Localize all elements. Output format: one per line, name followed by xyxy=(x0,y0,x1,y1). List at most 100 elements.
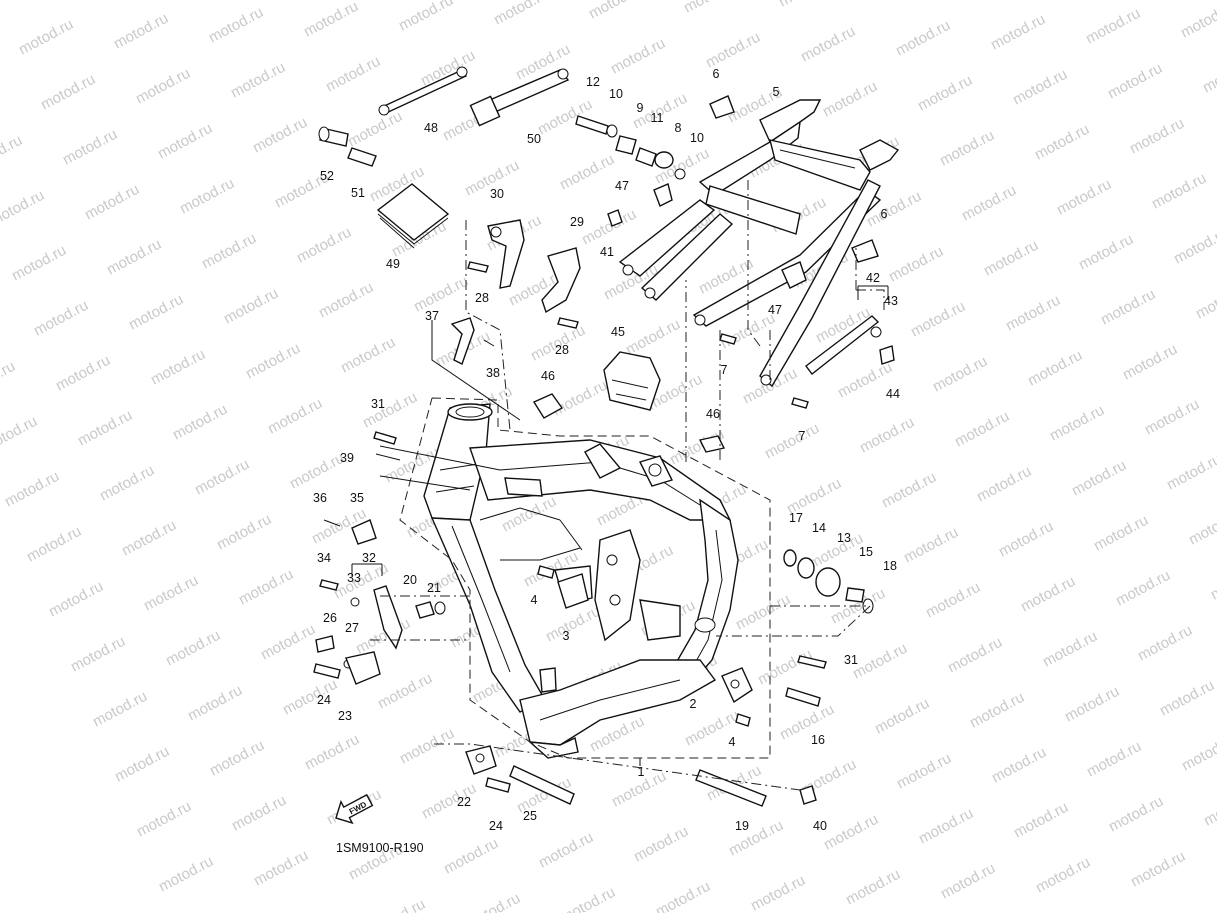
watermark-text: motod.ru xyxy=(192,456,252,499)
part-number-18: 18 xyxy=(883,559,897,573)
watermark-text: motod.ru xyxy=(1135,622,1195,665)
watermark-text: motod.ru xyxy=(1193,280,1217,323)
watermark-text: motod.ru xyxy=(1084,738,1144,781)
watermark-text: motod.ru xyxy=(1098,286,1158,329)
watermark-text: motod.ru xyxy=(586,0,646,23)
watermark-text: motod.ru xyxy=(155,120,215,163)
watermark-text: motod.ru xyxy=(0,187,47,230)
watermark-text: motod.ru xyxy=(908,298,968,341)
watermark-text: motod.ru xyxy=(945,634,1005,677)
watermark-text: motod.ru xyxy=(893,17,953,60)
part-number-7: 7 xyxy=(721,363,728,377)
watermark-text: motod.ru xyxy=(301,0,361,41)
watermark-text: motod.ru xyxy=(1201,787,1217,830)
watermark-text: motod.ru xyxy=(119,517,179,560)
watermark-text: motod.ru xyxy=(923,579,983,622)
watermark-text: motod.ru xyxy=(1105,60,1165,103)
watermark-text: motod.ru xyxy=(294,224,354,267)
watermark-text: motod.ru xyxy=(265,395,325,438)
watermark-text: motod.ru xyxy=(974,463,1034,506)
part-number-36: 36 xyxy=(313,491,327,505)
watermark-text: motod.ru xyxy=(1208,561,1217,604)
sub-frame xyxy=(618,99,900,388)
part-number-2: 2 xyxy=(690,697,697,711)
watermark-text: motod.ru xyxy=(1164,451,1217,494)
watermark-text: motod.ru xyxy=(989,744,1049,787)
watermark-text: motod.ru xyxy=(302,731,362,774)
watermark-text: motod.ru xyxy=(1142,396,1202,439)
watermark-text: motod.ru xyxy=(104,236,164,279)
watermark-text: motod.ru xyxy=(1032,121,1092,164)
watermark-text: motod.ru xyxy=(871,0,931,5)
watermark-text: motod.ru xyxy=(1120,341,1180,384)
watermark-text: motod.ru xyxy=(345,108,405,151)
part-number-24: 24 xyxy=(489,819,503,833)
watermark-text: motod.ru xyxy=(53,352,113,395)
watermark-text: motod.ru xyxy=(1033,854,1093,897)
part-number-47: 47 xyxy=(615,179,629,193)
part-number-41: 41 xyxy=(600,245,614,259)
part-number-3: 3 xyxy=(563,629,570,643)
watermark-text: motod.ru xyxy=(988,11,1048,54)
part-number-8: 8 xyxy=(675,121,682,135)
watermark-text: motod.ru xyxy=(557,151,617,194)
watermark-text: motod.ru xyxy=(396,0,456,35)
part-number-49: 49 xyxy=(386,257,400,271)
watermark-text: motod.ru xyxy=(681,0,741,17)
watermark-text: motod.ru xyxy=(776,0,836,11)
watermark-text: motod.ru xyxy=(251,847,311,890)
part-number-30: 30 xyxy=(490,187,504,201)
part-number-47: 47 xyxy=(768,303,782,317)
watermark-text: motod.ru xyxy=(872,695,932,738)
part-number-20: 20 xyxy=(403,573,417,587)
watermark-text: motod.ru xyxy=(0,413,40,456)
watermark-text: motod.ru xyxy=(996,518,1056,561)
watermark-text: motod.ru xyxy=(243,340,303,383)
watermark-text: motod.ru xyxy=(46,578,106,621)
watermark-text: motod.ru xyxy=(733,591,793,634)
watermark-text: motod.ru xyxy=(843,866,903,909)
callout-brackets xyxy=(351,285,889,766)
watermark-text: motod.ru xyxy=(1179,732,1217,775)
watermark-text: motod.ru xyxy=(1091,512,1151,555)
part-number-33: 33 xyxy=(347,571,361,585)
watermark-text: motod.ru xyxy=(38,71,98,114)
watermark-text: motod.ru xyxy=(287,450,347,493)
part-number-52: 52 xyxy=(320,169,334,183)
watermark-text: motod.ru xyxy=(653,878,713,913)
watermark-text: motod.ru xyxy=(850,640,910,683)
watermark-text: motod.ru xyxy=(959,182,1019,225)
part-number-12: 12 xyxy=(586,75,600,89)
watermark-text: motod.ru xyxy=(1047,402,1107,445)
watermark-text: motod.ru xyxy=(886,243,946,286)
part-labels: 1234456677891010111213141516171819202122… xyxy=(313,67,900,833)
watermark-text: motod.ru xyxy=(558,884,618,913)
watermark-text: motod.ru xyxy=(368,896,428,913)
watermark-text: motod.ru xyxy=(250,114,310,157)
watermark-text: motod.ru xyxy=(1157,677,1217,720)
part-number-45: 45 xyxy=(611,325,625,339)
watermark-text: motod.ru xyxy=(148,346,208,389)
part-number-21: 21 xyxy=(427,581,441,595)
part-number-6: 6 xyxy=(881,207,888,221)
watermark-text: motod.ru xyxy=(930,353,990,396)
part-number-35: 35 xyxy=(350,491,364,505)
watermark-text: motod.ru xyxy=(97,462,157,505)
watermark-text: motod.ru xyxy=(16,16,76,59)
part-number-31: 31 xyxy=(371,397,385,411)
part-number-23: 23 xyxy=(338,709,352,723)
watermark-text: motod.ru xyxy=(631,823,691,866)
watermark-text: motod.ru xyxy=(879,469,939,512)
part-number-4: 4 xyxy=(531,593,538,607)
part-number-29: 29 xyxy=(570,215,584,229)
watermark-text: motod.ru xyxy=(441,835,501,878)
part-number-25: 25 xyxy=(523,809,537,823)
watermark-text: motod.ru xyxy=(60,126,120,169)
part-number-14: 14 xyxy=(812,521,826,535)
watermark-text: motod.ru xyxy=(1171,225,1217,268)
watermark-text: motod.ru xyxy=(821,811,881,854)
part-number-46: 46 xyxy=(706,407,720,421)
watermark-text: motod.ru xyxy=(550,377,610,420)
watermark-text: motod.ru xyxy=(1127,115,1187,158)
